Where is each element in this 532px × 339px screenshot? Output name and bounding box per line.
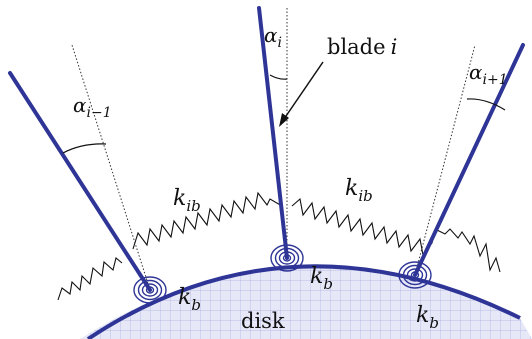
kib-left-label: kib: [173, 186, 201, 215]
spring-right-stub: [436, 228, 501, 273]
spring-left-stub: [57, 257, 123, 301]
kb-right-label: kb: [416, 303, 439, 332]
kib-right-label: kib: [345, 176, 373, 205]
root-coil-left: [133, 276, 167, 304]
reference-lines: [71, 8, 476, 291]
disk-rim: [86, 264, 521, 339]
blade-center: [257, 6, 289, 260]
angle-arc-center: [269, 74, 288, 80]
arrow-head: [279, 113, 289, 127]
alpha-right-label: αi+1: [469, 60, 508, 88]
blade-arrow: [279, 61, 324, 127]
reference-line-right: [414, 44, 476, 276]
spring-left-center: [132, 191, 283, 250]
reference-line-left: [71, 44, 151, 291]
kb-center-label: kb: [310, 264, 333, 293]
disk-label: disk: [241, 309, 285, 333]
spring-center-right: [291, 197, 436, 257]
blade-left: [8, 71, 152, 292]
root-coil-right: [398, 261, 432, 289]
alpha-center-label: αi: [264, 23, 282, 51]
alpha-left-label: αi−1: [73, 93, 112, 121]
kb-left-label: kb: [178, 285, 201, 314]
angle-arcs: [62, 74, 506, 154]
angle-arc-left: [62, 143, 107, 154]
interblade-springs: [57, 191, 501, 301]
blades: [8, 6, 525, 292]
blade-right: [413, 43, 525, 277]
angle-arc-right: [466, 98, 506, 111]
